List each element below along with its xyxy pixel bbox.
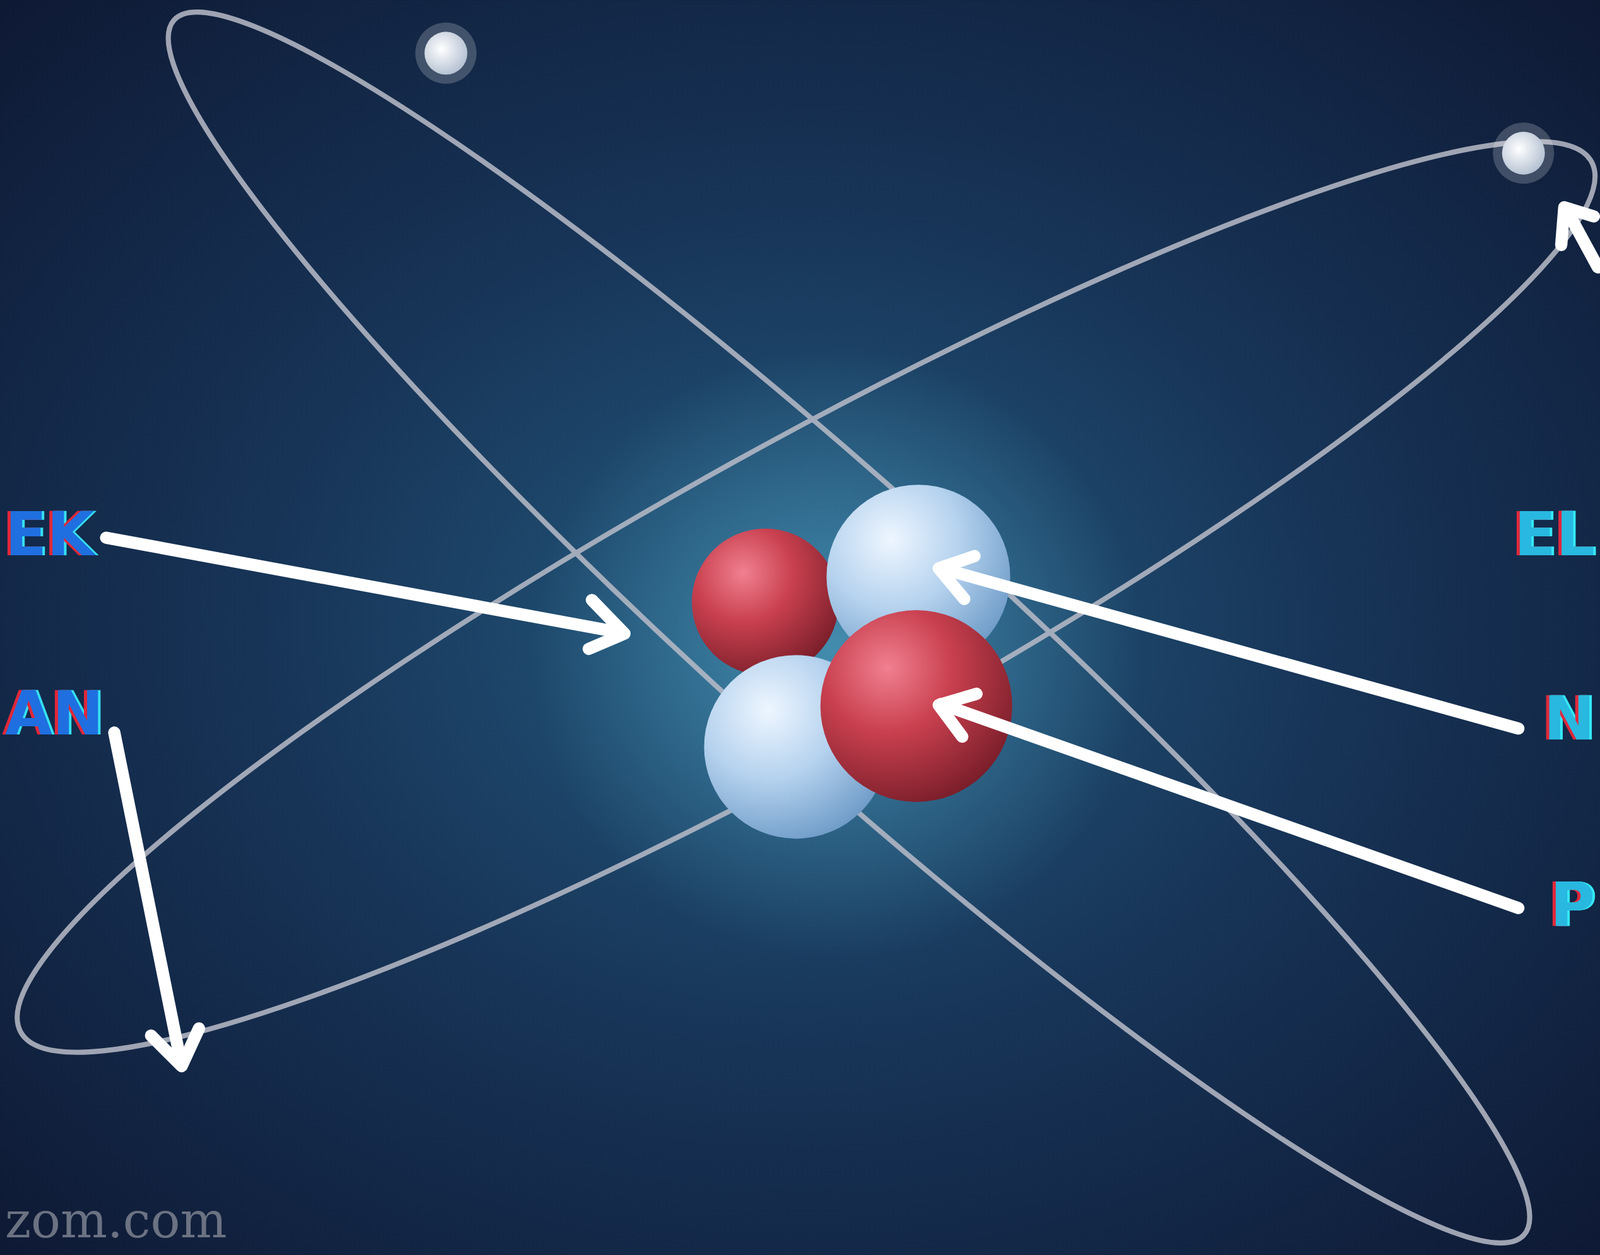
part-label: EL	[1514, 503, 1595, 565]
part-label: P	[1550, 874, 1595, 936]
part-label: AN	[5, 682, 104, 745]
part-label: N	[1543, 687, 1595, 750]
part-label: EK	[5, 503, 95, 565]
watermark: zom.com	[5, 1196, 227, 1246]
